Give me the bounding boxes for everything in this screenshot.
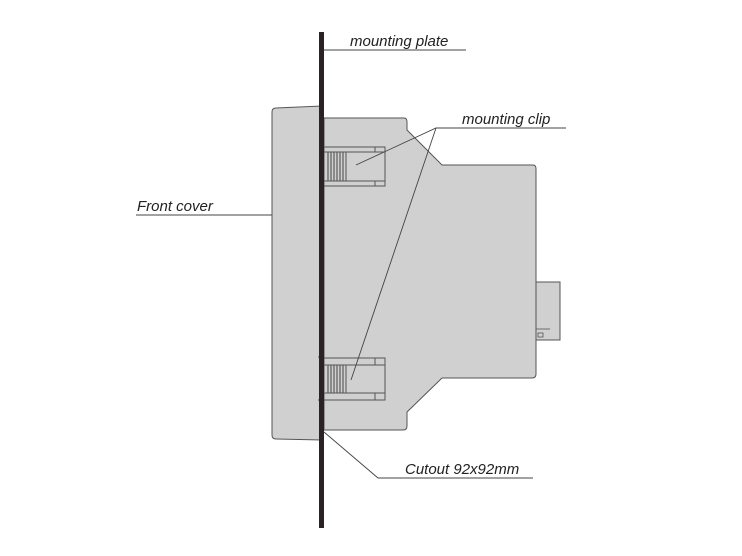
mounting-plate xyxy=(319,32,324,528)
mounting-clip-label: mounting clip xyxy=(462,111,551,128)
connector xyxy=(535,281,561,341)
upper-mounting-clip xyxy=(323,146,386,187)
front-cover xyxy=(271,105,323,441)
front-cover-label: Front cover xyxy=(137,198,213,215)
mounting-plate-label: mounting plate xyxy=(350,33,449,50)
cutout-label: Cutout 92x92mm xyxy=(405,461,520,478)
leader-mounting-clip xyxy=(355,127,566,166)
leader-cutout xyxy=(323,431,533,479)
rear-housing xyxy=(323,117,537,431)
lower-mounting-clip xyxy=(318,356,386,401)
